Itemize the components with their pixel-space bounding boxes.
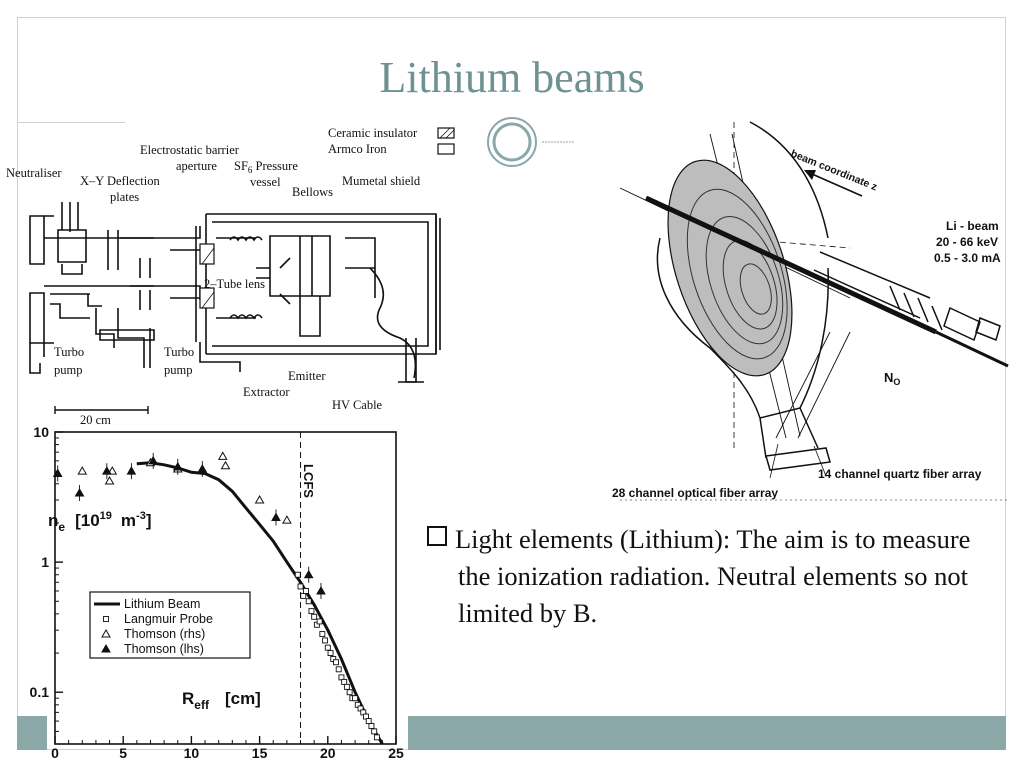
point-langmuir-probe [319,631,326,637]
label-plates: plates [110,190,139,204]
label-turbo-1: Turbo [54,345,84,359]
point-langmuir-probe [368,723,375,729]
slide-title: Lithium beams [379,53,645,102]
point-langmuir-probe [341,678,348,685]
label-extractor: Extractor [243,385,290,399]
point-langmuir-probe [300,592,307,599]
legend-swatch [103,616,109,622]
bullet-text: Light elements (Lithium): The aim is to … [455,524,971,628]
legend-entry: Lithium Beam [124,597,200,611]
legend-swatch [101,643,111,653]
chart-marks [52,451,384,745]
label-emitter: Emitter [288,369,326,383]
lcfs-annotation: LCFS [301,464,316,498]
legend-entry: Thomson (rhs) [124,627,205,641]
label-pump-1: pump [54,363,82,377]
x-tick-label: 25 [388,745,404,761]
label-bellows: Bellows [292,185,333,199]
point-thomson-rhs [104,476,115,485]
label-armco: Armco Iron [328,142,387,156]
point-langmuir-probe [311,613,318,620]
bullet-point: Light elements (Lithium): The aim is to … [427,521,997,632]
point-thomson-rhs [254,495,265,504]
x-axis-label: Reff[cm] [182,689,261,712]
label-electrostatic: Electrostatic barrier [140,143,240,157]
point-langmuir-probe [308,608,315,615]
chart-ticks: 0 5 10 15 20 25 10 1 0.1 [30,424,404,761]
y-tick-label: 10 [33,424,49,440]
legend-entry: Thomson (lhs) [124,642,204,656]
title-rule-left [17,122,125,123]
point-langmuir-probe [322,637,329,644]
label-tube-lens: 2–Tube lens [204,277,265,291]
point-langmuir-probe [371,728,378,735]
point-langmuir-probe [365,718,372,725]
x-tick-label: 5 [119,745,127,761]
label-aperture: aperture [176,159,217,173]
label-pump-2: pump [164,363,192,377]
point-thomson-rhs [217,451,228,460]
point-langmuir-probe [303,588,309,594]
y-tick-label: 1 [41,554,49,570]
label-n0: NO [884,370,900,387]
plot-frame [54,431,397,745]
x-tick-label: 0 [51,745,59,761]
label-optical-array: 28 channel optical fiber array [612,486,778,500]
label-vessel: vessel [250,175,281,189]
legend-entry: Langmuir Probe [124,612,213,626]
label-turbo-2: Turbo [164,345,194,359]
point-langmuir-probe [297,583,304,590]
label-energy: 20 - 66 keV [936,235,998,249]
label-quartz-array: 14 channel quartz fiber array [818,467,982,481]
point-langmuir-probe [335,666,342,673]
label-ceramic: Ceramic insulator [328,126,418,140]
beam-geometry-figure: beam coordinate z Li - beam 20 - 66 keV … [612,121,1010,501]
point-thomson-rhs [282,515,292,524]
checkbox-bullet-icon [427,526,447,546]
point-langmuir-probe [373,734,380,741]
point-langmuir-probe [343,683,350,690]
label-hv-cable: HV Cable [332,398,383,412]
x-tick-label: 20 [320,745,336,761]
footer-band [408,716,1006,750]
footer-band-left [17,716,47,750]
x-tick-label: 10 [184,745,200,761]
injector-schematic: Neutraliser X–Y Deflection plates Electr… [6,126,455,427]
point-thomson-rhs [77,466,88,475]
label-li-beam: Li - beam [946,219,999,233]
label-current: 0.5 - 3.0 mA [934,251,1001,265]
label-scale: 20 cm [80,413,111,427]
point-langmuir-probe [305,598,312,605]
label-neutraliser: Neutraliser [6,166,62,180]
label-mumetal: Mumetal shield [342,174,421,188]
point-langmuir-probe [352,695,359,702]
point-thomson-rhs [220,460,231,470]
legend-swatch [101,628,111,638]
point-langmuir-probe [316,618,323,625]
point-langmuir-probe [324,644,331,651]
x-tick-label: 15 [252,745,268,761]
y-tick-label: 0.1 [30,684,50,700]
point-langmuir-probe [346,689,353,696]
label-xy-deflection: X–Y Deflection [80,174,160,188]
title-ornament [487,117,574,167]
point-langmuir-probe [327,650,334,657]
point-langmuir-probe [333,659,339,666]
point-langmuir-probe [294,571,301,578]
label-sf6: SF6 Pressure [234,159,298,175]
